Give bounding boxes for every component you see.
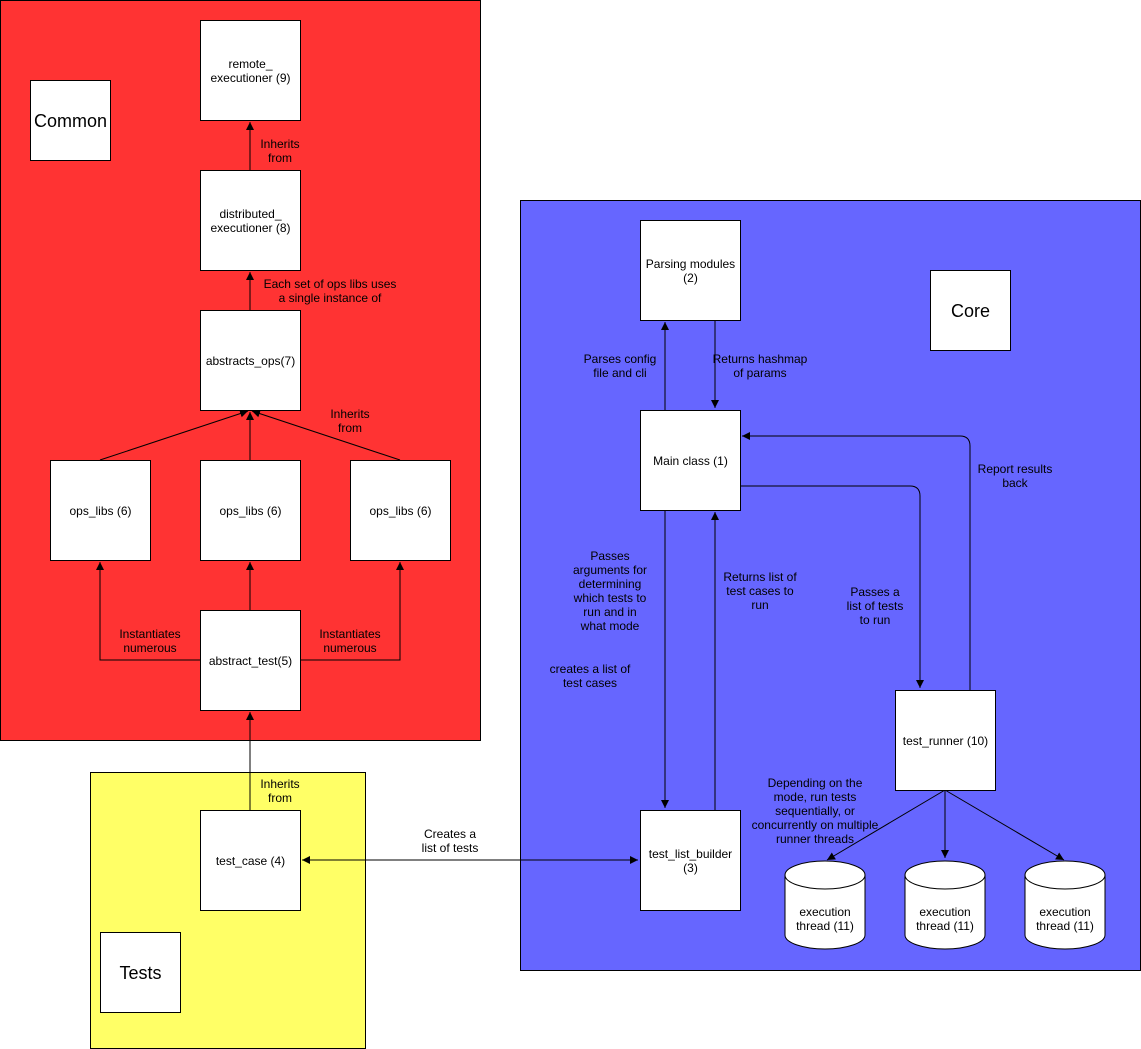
label-inherits-from-7: Inherits from — [330, 407, 370, 435]
core-title: Core — [930, 270, 1011, 351]
test-list-builder-node[interactable]: test_list_builder (3) — [640, 810, 741, 911]
label-depending-on-mode: Depending on the mode, run tests sequent… — [751, 776, 879, 846]
execution-thread-cylinder-1 — [784, 860, 866, 950]
test-runner-node[interactable]: test_runner (10) — [895, 690, 996, 791]
label-returns-list: Returns list of test cases to run — [723, 570, 797, 612]
remote-executioner-node[interactable]: remote_ executioner (9) — [200, 20, 301, 121]
tests-title: Tests — [100, 932, 181, 1013]
label-instantiates-left: Instantiates numerous — [119, 627, 181, 655]
execution-thread-cylinder-2 — [904, 860, 986, 950]
label-passes-arguments: Passes arguments for determining which t… — [572, 549, 648, 633]
ops-libs-node-2[interactable]: ops_libs (6) — [200, 460, 301, 561]
label-creates-list-of-cases: creates a list of test cases — [549, 662, 631, 690]
label-each-set: Each set of ops libs uses a single insta… — [263, 277, 397, 305]
abstracts-ops-node[interactable]: abstracts_ops(7) — [200, 310, 301, 411]
main-class-node[interactable]: Main class (1) — [640, 410, 741, 511]
execution-thread-label-3: execution thread (11) — [1036, 905, 1094, 933]
core-region — [520, 200, 1141, 971]
execution-thread-cylinder-3 — [1024, 860, 1106, 950]
common-title: Common — [30, 80, 111, 161]
label-report-results: Report results back — [977, 462, 1053, 490]
ops-libs-node-3[interactable]: ops_libs (6) — [350, 460, 451, 561]
edge-10-to-11c — [944, 789, 1065, 861]
execution-thread-label-1: execution thread (11) — [796, 905, 854, 933]
label-inherits-from-5: Inherits from — [260, 777, 300, 805]
label-parses-config: Parses config file and cli — [583, 352, 657, 380]
label-passes-list: Passes a list of tests to run — [846, 585, 904, 627]
edge-10-to-11a — [826, 789, 946, 861]
label-returns-hashmap: Returns hashmap of params — [712, 352, 808, 380]
edge-10-to-1 — [742, 432, 971, 690]
distributed-executioner-node[interactable]: distributed_ executioner (8) — [200, 170, 301, 271]
label-inherits-from-9: Inherits from — [260, 137, 300, 165]
execution-thread-label-2: execution thread (11) — [916, 905, 974, 933]
test-case-node[interactable]: test_case (4) — [200, 810, 301, 911]
label-creates-list-of-tests: Creates a list of tests — [421, 827, 479, 855]
edge-6c-to-7 — [251, 409, 401, 461]
label-instantiates-right: Instantiates numerous — [319, 627, 381, 655]
edge-1-to-10 — [740, 485, 924, 688]
parsing-modules-node[interactable]: Parsing modules (2) — [640, 220, 741, 321]
edge-5-to-6c — [300, 562, 404, 661]
edge-6a-to-7 — [99, 409, 249, 461]
edge-5-to-6a — [96, 562, 200, 661]
ops-libs-node-1[interactable]: ops_libs (6) — [50, 460, 151, 561]
abstract-test-node[interactable]: abstract_test(5) — [200, 610, 301, 711]
